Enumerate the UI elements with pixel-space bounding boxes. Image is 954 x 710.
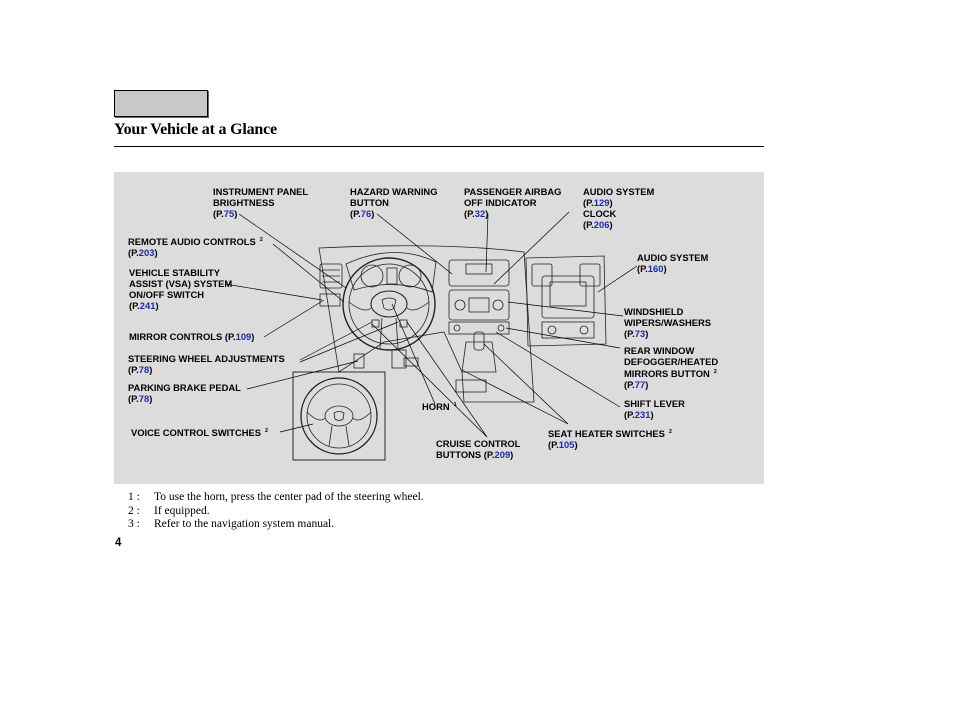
callout-instrument-panel: INSTRUMENT PANEL BRIGHTNESS (P.75)	[213, 186, 309, 219]
page-link-160[interactable]: 160	[647, 263, 664, 274]
callout-audio-clock: AUDIO SYSTEM (P.129) CLOCK (P.206)	[583, 186, 655, 230]
callout-shift-lever: SHIFT LEVER (P.231)	[624, 398, 685, 420]
page-link-77[interactable]: 77	[634, 379, 646, 390]
page-link-209[interactable]: 209	[494, 449, 511, 460]
page-title: Your Vehicle at a Glance	[114, 121, 277, 138]
callout-rear-window: REAR WINDOW DEFOGGER/HEATED MIRRORS BUTT…	[624, 345, 719, 390]
callout-mirror: MIRROR CONTROLS (P.109)	[129, 331, 255, 342]
callout-hazard: HAZARD WARNING BUTTON (P.76)	[350, 186, 438, 219]
page-link-76[interactable]: 76	[360, 208, 372, 219]
callout-airbag: PASSENGER AIRBAG OFF INDICATOR (P.32)	[464, 186, 562, 219]
page-link-32[interactable]: 32	[474, 208, 486, 219]
page-link-75[interactable]: 75	[223, 208, 235, 219]
page-number: 4	[115, 537, 122, 549]
title-divider	[114, 146, 764, 147]
contents-button[interactable]	[114, 90, 208, 117]
footnote: 3 :Refer to the navigation system manual…	[128, 518, 335, 530]
footnote: 1 :To use the horn, press the center pad…	[128, 491, 424, 503]
callout-steering-adjustments: STEERING WHEEL ADJUSTMENTS (P.78)	[128, 353, 285, 375]
footnote: 2 :If equipped.	[128, 504, 210, 517]
dashboard-figure: INSTRUMENT PANEL BRIGHTNESS (P.75) HAZAR…	[114, 172, 764, 484]
callout-cruise-control: CRUISE CONTROL BUTTONS (P.209)	[436, 438, 521, 460]
page-link-231[interactable]: 231	[634, 409, 651, 420]
page-link-78a[interactable]: 78	[138, 364, 150, 375]
callout-audio-system: AUDIO SYSTEM (P.160)	[637, 252, 709, 274]
callout-vsa: VEHICLE STABILITY ASSIST (VSA) SYSTEM ON…	[129, 267, 233, 311]
callout-wipers: WINDSHIELD WIPERS/WASHERS (P.73)	[624, 306, 711, 339]
page-link-105[interactable]: 105	[558, 439, 575, 450]
page-link-73[interactable]: 73	[634, 328, 646, 339]
page-link-129[interactable]: 129	[593, 197, 610, 208]
page-link-206[interactable]: 206	[593, 219, 610, 230]
callout-parking-brake: PARKING BRAKE PEDAL (P.78)	[128, 382, 241, 404]
footnotes: 1 :To use the horn, press the center pad…	[128, 491, 424, 532]
page-link-203[interactable]: 203	[138, 247, 155, 258]
page-link-241[interactable]: 241	[139, 300, 156, 311]
page-link-78b[interactable]: 78	[138, 393, 150, 404]
dashboard-illustration	[224, 211, 638, 461]
page-link-109[interactable]: 109	[235, 331, 252, 342]
